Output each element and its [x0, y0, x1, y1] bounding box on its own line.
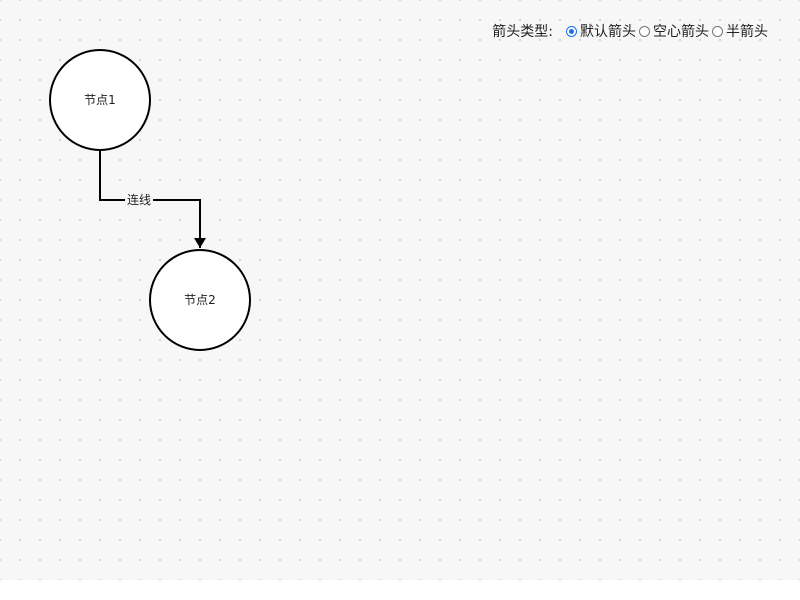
edge-label: 连线 [127, 192, 151, 207]
radio-hollow-arrow[interactable] [639, 25, 650, 37]
edge-connection[interactable]: 连线 [99, 150, 206, 248]
node-1-label: 节点1 [84, 93, 116, 107]
node-2-label: 节点2 [184, 293, 216, 307]
graph-canvas[interactable]: 连线 节点1 节点2 箭头类型: 默认箭头 空心箭头 [0, 0, 800, 580]
radio-hollow-arrow-label[interactable]: 空心箭头 [653, 24, 709, 40]
edge-label-background [125, 192, 153, 207]
radio-option-half-arrow[interactable]: 半箭头 [712, 21, 768, 41]
node-1[interactable]: 节点1 [49, 49, 151, 151]
radio-option-hollow-arrow[interactable]: 空心箭头 [639, 21, 709, 41]
graph-svg: 连线 节点1 节点2 [49, 49, 251, 351]
radio-option-default-arrow[interactable]: 默认箭头 [566, 21, 636, 41]
node-2[interactable]: 节点2 [149, 249, 251, 351]
radio-default-arrow[interactable] [566, 25, 577, 37]
node-1-circle[interactable] [49, 49, 151, 151]
node-2-circle[interactable] [149, 249, 251, 351]
radio-default-arrow-label[interactable]: 默认箭头 [580, 24, 636, 40]
arrow-type-label: 箭头类型: [492, 24, 553, 40]
radio-half-arrow-label[interactable]: 半箭头 [726, 24, 768, 40]
radio-half-arrow[interactable] [712, 25, 723, 37]
arrow-type-toolbar: 箭头类型: 默认箭头 空心箭头 半箭头 [492, 20, 768, 42]
